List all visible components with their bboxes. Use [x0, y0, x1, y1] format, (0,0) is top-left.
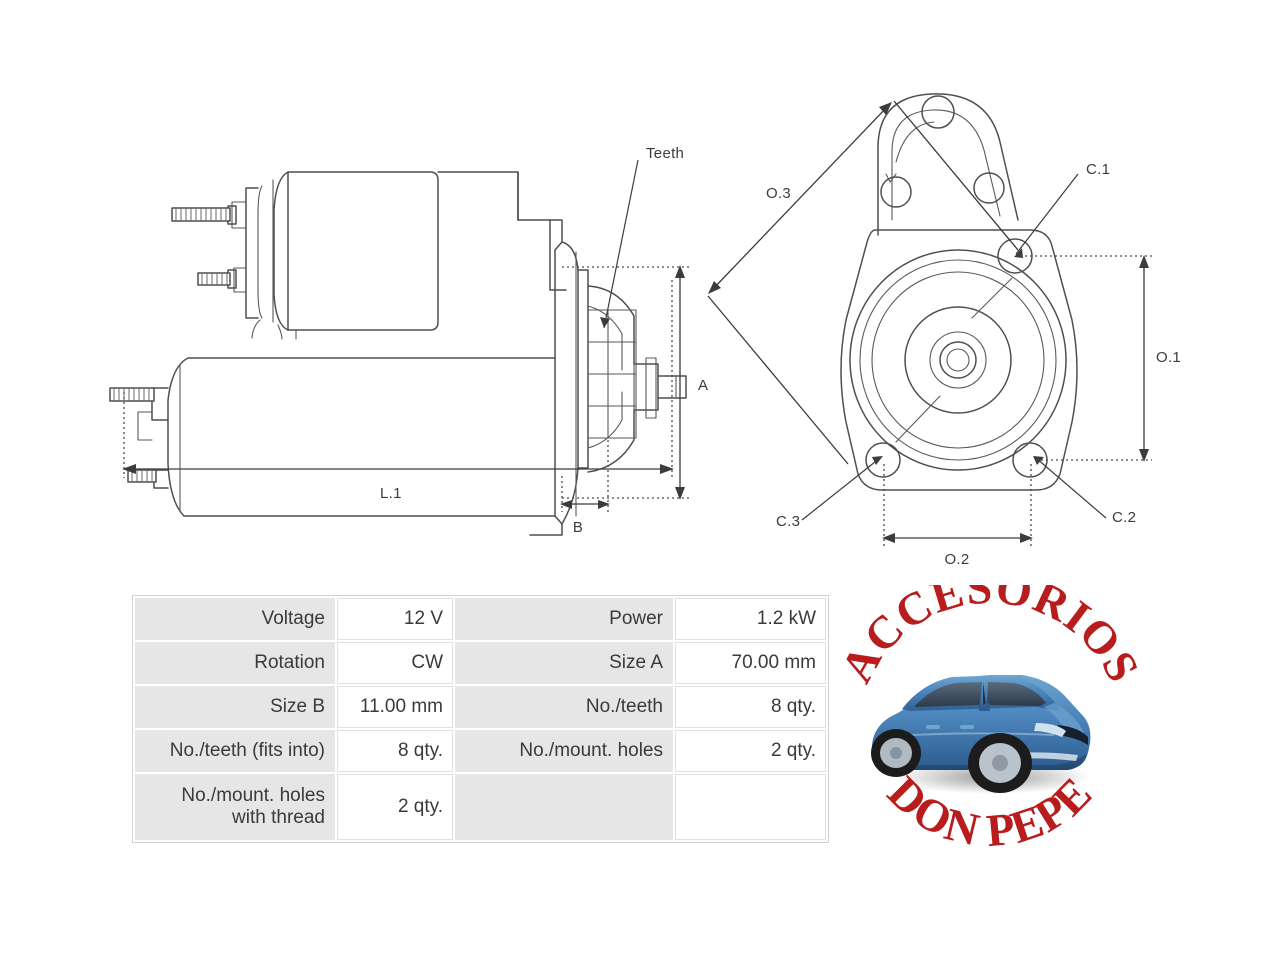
label-c2: C.2 — [1112, 509, 1136, 526]
dimension-b-label: B — [573, 519, 583, 536]
rear-bracket — [109, 387, 169, 489]
spec-value: 11.00 mm — [335, 684, 455, 730]
solenoid-end-cap — [877, 93, 1019, 236]
label-c1: C.1 — [1086, 161, 1110, 178]
table-row: Size B 11.00 mm No./teeth 8 qty. — [133, 684, 828, 730]
spec-label: Power — [453, 596, 675, 642]
brand-logo: ACCESORIOS DON PEPE — [840, 585, 1140, 865]
spec-value: CW — [335, 640, 455, 686]
dimension-o2-label: O.2 — [944, 551, 969, 568]
spec-label: No./teeth (fits into) — [133, 728, 337, 774]
spec-label-empty — [453, 772, 675, 842]
spec-value-empty — [673, 772, 828, 842]
dimension-o3-label: O.3 — [766, 185, 791, 202]
teeth-label: Teeth — [646, 145, 684, 162]
dimension-o1: O.1 — [1020, 255, 1181, 462]
table-row: No./mount. holes with thread 2 qty. — [133, 772, 828, 842]
specification-table: Voltage 12 V Power 1.2 kW Rotation CW Si… — [133, 596, 828, 842]
solenoid-assembly — [171, 171, 439, 340]
starter-motor-side-view: Teeth A L.1 — [109, 120, 750, 540]
table-row: Rotation CW Size A 70.00 mm — [133, 640, 828, 686]
logo-top-text: ACCESORIOS — [840, 585, 1140, 690]
dimension-a-label: A — [698, 377, 708, 394]
spec-value: 12 V — [335, 596, 455, 642]
spec-label: Size A — [453, 640, 675, 686]
teeth-callout: Teeth — [600, 145, 684, 329]
spec-label: Voltage — [133, 596, 337, 642]
spec-value: 8 qty. — [335, 728, 455, 774]
starter-motor-flange-front-view: C.1 C.2 C.3 O.3 — [700, 70, 1200, 580]
solenoid-terminal-stud-upper — [171, 205, 237, 225]
dimension-b: B — [560, 440, 610, 536]
table-row: Voltage 12 V Power 1.2 kW — [133, 596, 828, 642]
label-c3: C.3 — [776, 513, 800, 530]
table-row: No./teeth (fits into) 8 qty. No./mount. … — [133, 728, 828, 774]
callout-c1: C.1 — [1014, 161, 1110, 258]
spec-value: 70.00 mm — [673, 640, 828, 686]
spec-label: No./mount. holes with thread — [133, 772, 337, 842]
spec-label: Rotation — [133, 640, 337, 686]
motor-body — [167, 357, 556, 517]
dimension-o1-label: O.1 — [1156, 349, 1181, 366]
solenoid-terminal-stud-lower — [197, 269, 237, 289]
drive-bore — [849, 249, 1067, 471]
spec-value: 2 qty. — [335, 772, 455, 842]
spec-value: 1.2 kW — [673, 596, 828, 642]
front-wheel — [968, 733, 1032, 793]
mount-hole-c3 — [865, 442, 901, 478]
dimension-l1-label: L.1 — [380, 485, 402, 502]
dimension-l1: L.1 — [122, 280, 674, 502]
spec-label: No./mount. holes — [453, 728, 675, 774]
car-illustration — [871, 675, 1091, 794]
dimension-o3: O.3 — [707, 100, 1019, 465]
spec-value: 2 qty. — [673, 728, 828, 774]
callout-c2: C.2 — [1033, 456, 1136, 526]
spec-value: 8 qty. — [673, 684, 828, 730]
rear-wheel — [871, 729, 921, 777]
pinion-teeth — [587, 309, 637, 439]
dimension-a: A — [562, 265, 708, 500]
callout-c3: C.3 — [776, 456, 883, 530]
spec-label: Size B — [133, 684, 337, 730]
drive-end-housing — [517, 171, 687, 536]
dimension-o2: O.2 — [882, 464, 1033, 568]
spec-label: No./teeth — [453, 684, 675, 730]
flange-outline — [840, 229, 1078, 491]
